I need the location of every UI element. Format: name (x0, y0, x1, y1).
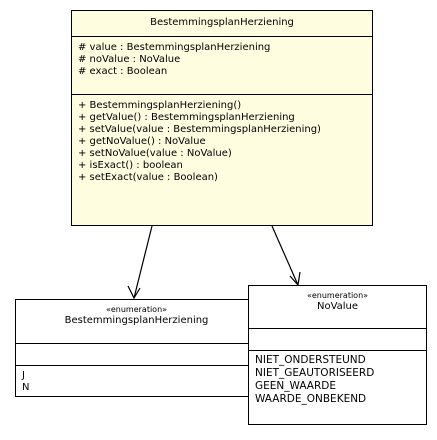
enum-left-empty-compartment (16, 343, 257, 365)
enum-right-empty-compartment (249, 328, 426, 350)
association-line-right (271, 225, 299, 286)
attributes-compartment: # value : BestemmingsplanHerziening # no… (72, 36, 372, 94)
attribute-exact: # exact : Boolean (78, 66, 168, 77)
enum-left-stereotype: «enumeration» (105, 305, 168, 314)
association-line-left (133, 225, 153, 299)
enum-left-header: «enumeration» BestemmingsplanHerziening (16, 300, 257, 343)
enum-right-header: «enumeration» NoValue (249, 286, 426, 328)
enum-right-name: NoValue (316, 301, 359, 312)
class-name-compartment: BestemmingsplanHerziening (72, 11, 372, 36)
operation-getnovalue: + getNoValue() : NoValue (78, 136, 206, 147)
enum-literal-j: J (22, 370, 25, 381)
enum-literal-niet-ondersteund: NIET_ONDERSTEUND (255, 354, 366, 366)
operation-constructor: + BestemmingsplanHerziening() (78, 100, 242, 111)
enum-right-stereotype: «enumeration» (306, 291, 369, 300)
enum-literal-waarde-onbekend: WAARDE_ONBEKEND (255, 393, 367, 405)
attribute-novalue: # noValue : NoValue (78, 54, 181, 65)
enum-left-literals-compartment: J N (16, 365, 257, 396)
operations-compartment: + BestemmingsplanHerziening() + getValue… (72, 94, 372, 186)
enum-literal-geen-waarde: GEEN_WAARDE (255, 380, 336, 392)
arrowhead-left (127, 285, 141, 300)
enum-literal-n: N (22, 382, 30, 393)
class-name: BestemmingsplanHerziening (150, 17, 294, 28)
enum-bestemmingsplanherziening[interactable]: «enumeration» BestemmingsplanHerziening … (15, 299, 258, 397)
operation-setnovalue: + setNoValue(value : NoValue) (78, 148, 232, 159)
enum-left-name: BestemmingsplanHerziening (64, 315, 209, 326)
enum-right-literals-compartment: NIET_ONDERSTEUND NIET_GEAUTORISEERD GEEN… (249, 350, 426, 408)
attribute-value: # value : BestemmingsplanHerziening (78, 42, 271, 53)
operation-setexact: + setExact(value : Boolean) (78, 172, 218, 183)
enum-literal-niet-geautoriseerd: NIET_GEAUTORISEERD (255, 367, 375, 379)
operation-getvalue: + getValue() : BestemmingsplanHerziening (78, 112, 295, 123)
enum-novalue[interactable]: «enumeration» NoValue NIET_ONDERSTEUND N… (248, 285, 427, 425)
operation-isexact: + isExact() : boolean (78, 160, 183, 171)
class-bestemmingsplanherziening[interactable]: BestemmingsplanHerziening # value : Best… (71, 10, 373, 226)
operation-setvalue: + setValue(value : BestemmingsplanHerzie… (78, 124, 321, 135)
